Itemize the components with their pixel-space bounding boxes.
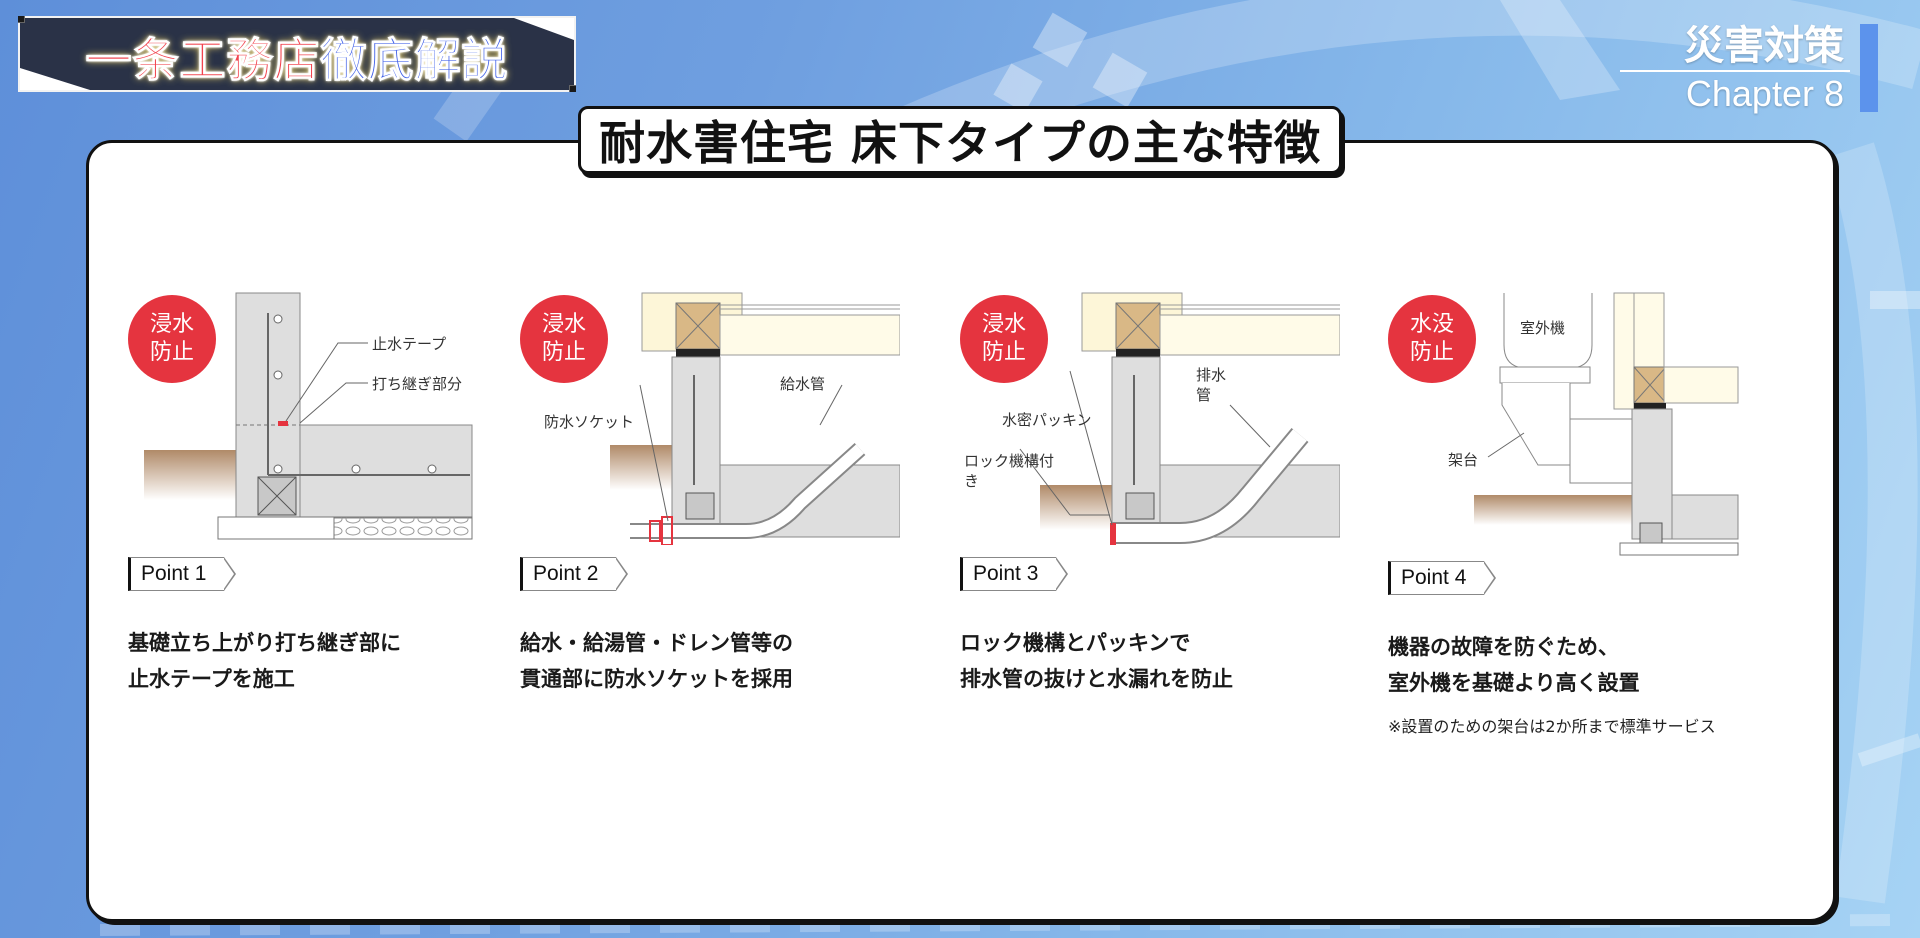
point-tag: Point 3 [960, 557, 1069, 591]
point-2-column: 浸水防止 給水管 防水ソケット Point 2 給水・給湯管・ドレン管等の貫通 [520, 285, 900, 697]
drain-pipe-illustration [1019, 292, 1340, 545]
series-banner: 一条工務店徹底解説 [18, 16, 576, 92]
point-4-column: 水没防止 室外機 架台 Point 4 機器の故障を防ぐため、室外機を基礎より高… [1388, 285, 1768, 737]
diagram-label: 打ち継ぎ部分 [372, 375, 463, 393]
foundation-section-illustration [144, 292, 473, 540]
outdoor-unit-stand-illustration [1474, 292, 1739, 556]
point-1-column: 浸水防止 止水テープ 打ち継ぎ部分 Point 1 基礎 [128, 285, 508, 697]
banner-title: 一条工務店徹底解説 [20, 24, 574, 90]
point-1-diagram: 浸水防止 止水テープ 打ち継ぎ部分 [128, 285, 508, 545]
point-tag: Point 4 [1388, 561, 1497, 595]
point-4-diagram: 水没防止 室外機 架台 [1388, 285, 1768, 556]
diagram-label: 排水管 [1196, 366, 1227, 404]
card-title: 耐水害住宅 床下タイプの主な特徴 [598, 116, 1321, 170]
point-description: 機器の故障を防ぐため、室外機を基礎より高く設置 [1388, 635, 1640, 695]
prevention-badge: 浸水防止 [960, 295, 1048, 383]
diagram-label: 止水テープ [372, 335, 447, 353]
diagram-label: 架台 [1448, 451, 1479, 469]
footnote: ※設置のための架台は2か所まで標準サービス [1388, 717, 1716, 736]
banner-wedge [20, 68, 90, 90]
point-3-diagram: 浸水防止 排水管 水密パッキン ロック機構付き [960, 285, 1340, 545]
diagram-label: 給水管 [780, 375, 826, 393]
banner-wedge [514, 18, 574, 40]
chapter-number: Chapter 8 [1685, 73, 1844, 114]
point-3-column: 浸水防止 排水管 水密パッキン ロック機構付き Point 3 ロック [960, 285, 1340, 697]
point-description: ロック機構とパッキンで排水管の抜けと水漏れを防止 [960, 631, 1233, 691]
banner-title-brand: 一条工務店 [85, 33, 321, 88]
chapter-title: 災害対策 [1620, 22, 1850, 72]
diagram-label: 水密パッキン [1002, 411, 1092, 429]
prevention-badge: 浸水防止 [520, 295, 608, 383]
banner-corner-handle [569, 85, 576, 92]
point-tag: Point 2 [520, 557, 629, 591]
banner-corner-handle [18, 16, 25, 23]
pipe-socket-illustration [610, 292, 900, 545]
prevention-badge: 水没防止 [1388, 295, 1476, 383]
point-tag: Point 1 [128, 557, 237, 591]
point-2-diagram: 浸水防止 給水管 防水ソケット [520, 285, 900, 545]
point-description: 給水・給湯管・ドレン管等の貫通部に防水ソケットを採用 [520, 631, 793, 691]
prevention-badge: 浸水防止 [128, 295, 216, 383]
diagram-label: ロック機構付き [964, 452, 1055, 490]
point-description: 基礎立ち上がり打ち継ぎ部に止水テープを施工 [128, 631, 401, 691]
chapter-accent-bar [1860, 24, 1878, 112]
diagram-label: 防水ソケット [544, 413, 635, 431]
chapter-tag: 災害対策 Chapter 8 [1620, 22, 1850, 116]
diagram-label: 室外機 [1520, 319, 1566, 337]
card-title-box: 耐水害住宅 床下タイプの主な特徴 [578, 106, 1342, 174]
banner-title-topic: 徹底解説 [320, 33, 509, 88]
